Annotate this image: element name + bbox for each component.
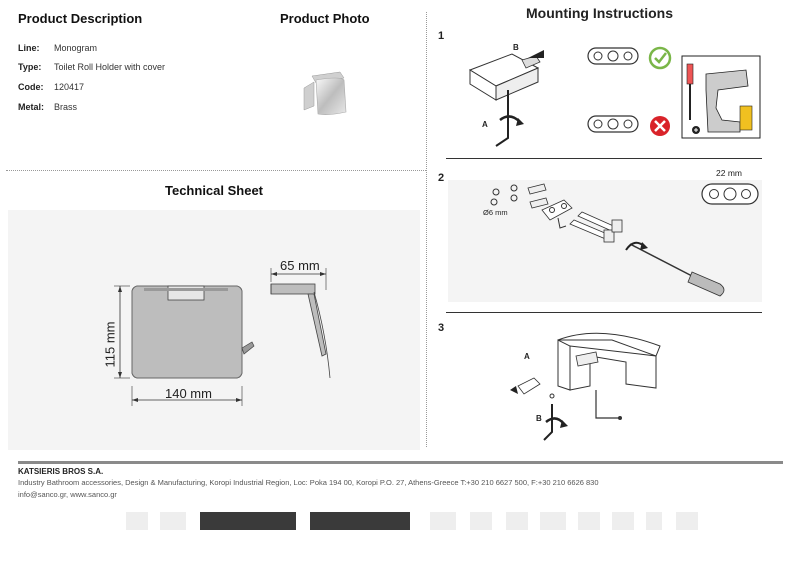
- technical-sheet-title: Technical Sheet: [165, 183, 264, 198]
- cert-logo: [506, 512, 528, 530]
- spec-code: Code:120417: [18, 82, 85, 92]
- cert-logo: [430, 512, 456, 530]
- cert-logo: [676, 512, 698, 530]
- iso-14001-logo: [310, 512, 410, 530]
- height-dimension: 115 mm: [102, 321, 118, 368]
- label-a-step1: A: [482, 120, 488, 129]
- hole-spacing-label: 22 mm: [716, 168, 742, 178]
- cert-logo: [540, 512, 566, 530]
- company-name: KATSIERIS BROS S.A.: [18, 467, 104, 476]
- product-photo-title: Product Photo: [280, 11, 370, 26]
- column-divider: [426, 12, 427, 447]
- iso-9001-logo: [200, 512, 296, 530]
- spec-metal: Metal:Brass: [18, 102, 78, 112]
- section-divider: [6, 170, 426, 171]
- drill-size-label: Ø6 mm: [483, 208, 508, 217]
- cert-logo: [160, 512, 186, 530]
- step-1-illustration: [468, 46, 761, 147]
- step-2-illustration: [490, 183, 759, 297]
- label-a-step3: A: [524, 352, 530, 361]
- mounting-instructions-title: Mounting Instructions: [526, 5, 673, 21]
- step-3-illustration: [510, 332, 661, 441]
- step-2-number: 2: [438, 172, 445, 184]
- step-divider-1: [446, 158, 762, 159]
- spec-type: Type:Toilet Roll Holder with cover: [18, 62, 166, 72]
- technical-drawing: [114, 268, 331, 406]
- cert-logo: [578, 512, 600, 530]
- cert-logo: [646, 512, 662, 530]
- company-contact: info@sanco.gr, www.sanco.gr: [18, 490, 117, 499]
- width-dimension: 140 mm: [165, 386, 212, 401]
- warranty-logo: [470, 512, 492, 530]
- label-b-step1: B: [513, 43, 519, 52]
- product-photo: [303, 71, 347, 115]
- label-b-step3: B: [536, 414, 542, 423]
- product-description-title: Product Description: [18, 11, 143, 26]
- cert-logo: [126, 512, 148, 530]
- spec-line: Line:Monogram: [18, 43, 98, 53]
- company-address: Industry Bathroom accessories, Design & …: [18, 478, 599, 487]
- footer-rule: [18, 461, 783, 464]
- depth-dimension: 65 mm: [280, 258, 320, 273]
- step-3-number: 3: [438, 322, 445, 334]
- cert-logo: [612, 512, 634, 530]
- step-divider-2: [446, 312, 762, 313]
- step-1-number: 1: [438, 30, 445, 42]
